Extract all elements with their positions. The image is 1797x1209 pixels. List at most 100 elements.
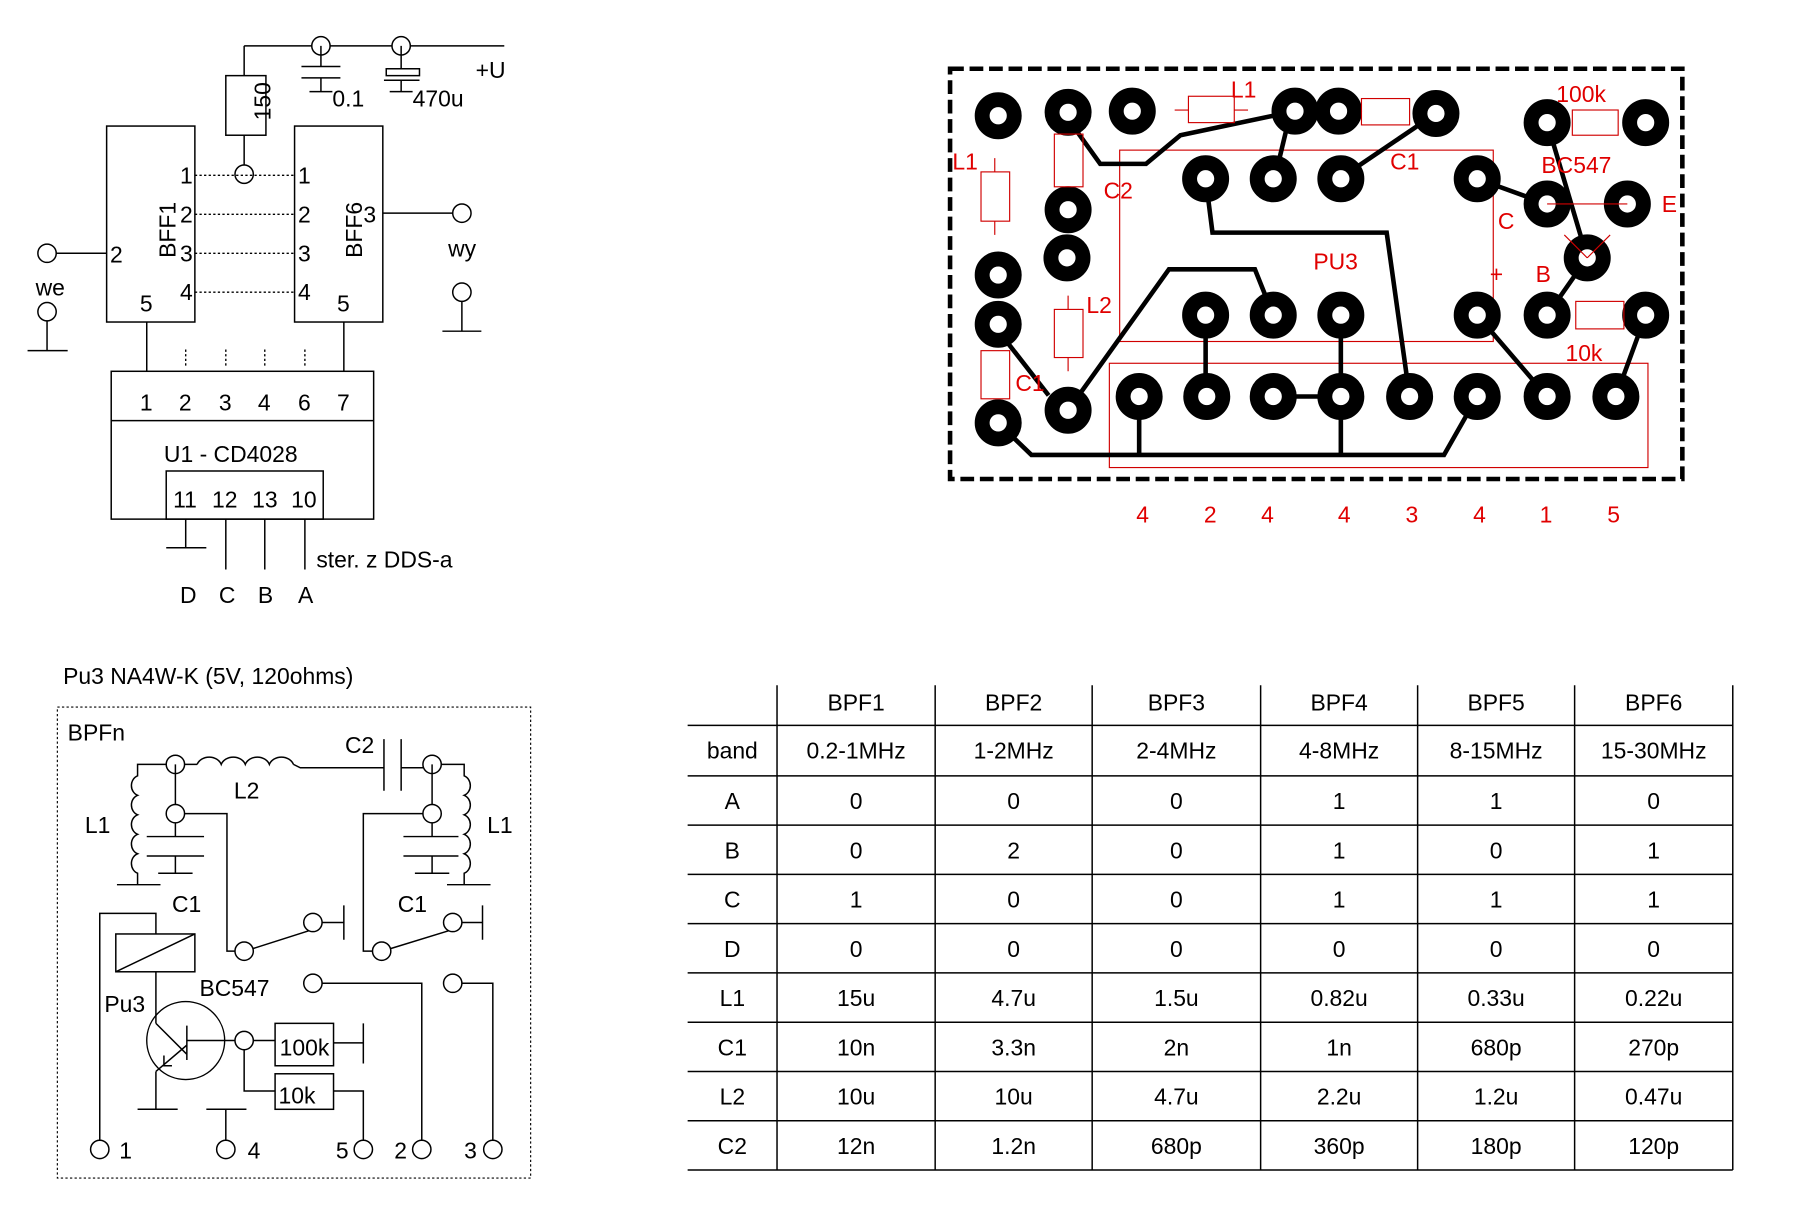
pcb-pad xyxy=(1043,234,1091,282)
pcb-pad xyxy=(974,300,1022,348)
filter-box-first xyxy=(105,125,196,323)
table-cell: 1 xyxy=(1333,887,1346,913)
relay-label: Pu3 xyxy=(104,991,145,1017)
pin-label: 10 xyxy=(291,487,316,513)
c1-right-label: C1 xyxy=(398,891,427,917)
resistor-150 xyxy=(225,74,267,136)
table-cell: 180p xyxy=(1471,1133,1522,1159)
input-label: we xyxy=(35,275,65,301)
table-cell: 120p xyxy=(1628,1133,1679,1159)
table-row-label: C1 xyxy=(718,1034,747,1060)
pcb-pin-number: 4 xyxy=(1473,502,1486,528)
pcb-pad xyxy=(1249,373,1297,420)
pin-1-terminal xyxy=(89,1139,110,1160)
table-row-label: A xyxy=(725,788,741,814)
pcb-pad xyxy=(1453,155,1501,203)
pin-label: 5 xyxy=(336,1138,349,1164)
pcb-pad xyxy=(1317,291,1365,339)
pcb-pin-number: 4 xyxy=(1261,502,1274,528)
control-line-label: C xyxy=(219,582,236,608)
pcb-label-100k: 100k xyxy=(1556,81,1606,107)
pin-label: 1 xyxy=(180,162,193,188)
control-note: ster. z DDS-a xyxy=(316,546,452,572)
pin-label: 4 xyxy=(258,389,271,415)
pin-label: 2 xyxy=(394,1138,407,1164)
c1-left-label: C1 xyxy=(172,891,201,917)
table-cell: 0 xyxy=(1647,936,1660,962)
table-header: BPF2 xyxy=(985,690,1042,716)
table-row-label: band xyxy=(707,738,758,764)
table-cell: 0 xyxy=(850,837,863,863)
pin-label: 2 xyxy=(180,201,193,227)
table-cell: 0 xyxy=(1170,936,1183,962)
pin-label: 1 xyxy=(119,1138,132,1164)
pcb-pad xyxy=(1622,291,1670,339)
pin-label: 1 xyxy=(140,389,153,415)
table-cell: 1 xyxy=(1490,887,1503,913)
table-cell: 8-15MHz xyxy=(1450,738,1543,764)
pcb-pin-number: 1 xyxy=(1540,502,1553,528)
table-cell: 1 xyxy=(850,887,863,913)
table-cell: 680p xyxy=(1151,1133,1202,1159)
pcb-pad xyxy=(1044,386,1092,434)
table-cell: 360p xyxy=(1314,1133,1365,1159)
table-row-label: C2 xyxy=(718,1133,747,1159)
table-cell: 4.7u xyxy=(991,985,1036,1011)
table-cell: 12n xyxy=(837,1133,875,1159)
r100k-label: 100k xyxy=(280,1034,330,1060)
pin-label: 3 xyxy=(363,201,376,227)
table-row-label: L1 xyxy=(720,985,745,1011)
pin-label: 5 xyxy=(337,291,350,317)
table-cell: 0.33u xyxy=(1467,985,1524,1011)
table-cell: 10u xyxy=(837,1084,875,1110)
table-cell: 0 xyxy=(850,788,863,814)
table-header: BPF4 xyxy=(1310,690,1368,716)
table-cell: 0.47u xyxy=(1625,1084,1682,1110)
table-cell: 2.2u xyxy=(1317,1084,1362,1110)
pcb-pad xyxy=(1523,99,1571,147)
pcb-pad xyxy=(1523,373,1571,420)
pcb-label-plus: + xyxy=(1490,261,1503,287)
table-cell: 0 xyxy=(1007,936,1020,962)
c2-label: C2 xyxy=(345,732,374,758)
table-cell: 1 xyxy=(1647,887,1660,913)
table-cell: 0 xyxy=(1490,837,1503,863)
pcb-pad xyxy=(1182,291,1230,339)
table-row-label: L2 xyxy=(720,1084,745,1110)
table-header: BPF6 xyxy=(1625,690,1682,716)
pcb-pad xyxy=(1412,89,1460,137)
table-cell: 0 xyxy=(1333,936,1346,962)
pcb-layout: L1 L1 C2 C1 100k BC547 C E PU3 + B L2 C1… xyxy=(947,66,1685,528)
filter-schematic-title: Pu3 NA4W-K (5V, 120ohms) xyxy=(63,663,353,689)
filter-box-last xyxy=(293,125,384,323)
pcb-pad xyxy=(1317,155,1365,203)
table-cell: 0 xyxy=(1647,788,1660,814)
table-header: BPF3 xyxy=(1148,690,1205,716)
table-cell: 0 xyxy=(1170,788,1183,814)
table-cell: 1 xyxy=(1333,837,1346,863)
table-cell: 15-30MHz xyxy=(1601,738,1707,764)
control-line-label: D xyxy=(180,582,197,608)
table-cell: 680p xyxy=(1471,1034,1522,1060)
pcb-pad xyxy=(974,251,1022,299)
pcb-pad xyxy=(1315,87,1363,135)
pcb-pad xyxy=(1271,87,1319,135)
pcb-pin-number: 4 xyxy=(1136,502,1149,528)
pcb-pad xyxy=(1044,186,1092,234)
table-cell: 2 xyxy=(1007,837,1020,863)
pcb-pads xyxy=(974,87,1670,447)
pin-label: 11 xyxy=(173,487,197,513)
table-cell: 3.3n xyxy=(991,1034,1036,1060)
pcb-pad xyxy=(1453,291,1501,339)
table-cell: 1 xyxy=(1647,837,1660,863)
table-cell: 2-4MHz xyxy=(1136,738,1216,764)
pcb-pin-number: 5 xyxy=(1607,502,1620,528)
filter-block-label: BPFn xyxy=(68,719,125,745)
pin-label: 7 xyxy=(337,389,350,415)
